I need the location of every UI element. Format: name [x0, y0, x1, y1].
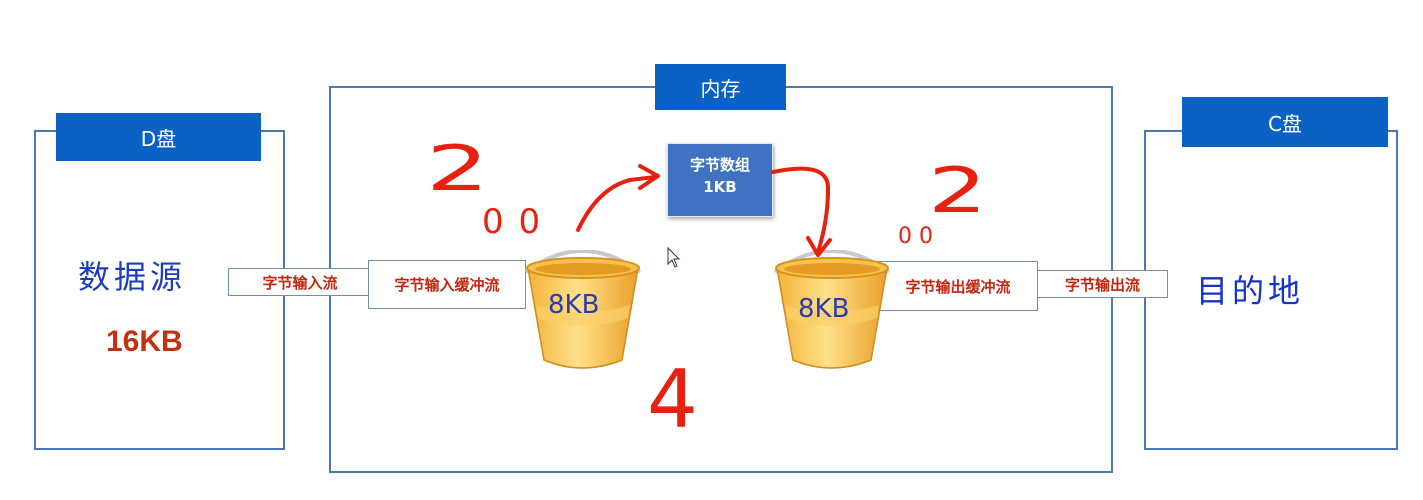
- byte-input-stream: 字节输入流: [228, 268, 372, 296]
- data-source-label: 数据源: [78, 258, 187, 296]
- output-bucket-size: 8KB: [798, 294, 850, 324]
- annotation-left-two: 2: [426, 132, 490, 205]
- annotation-right-zeros: 0 0: [898, 224, 933, 249]
- destination-label: 目的地: [1196, 272, 1305, 310]
- memory-tab: 内存: [655, 64, 786, 110]
- byte-output-buffered-stream: 字节输出缓冲流: [878, 261, 1038, 311]
- input-buffer-bucket-icon: [524, 250, 642, 369]
- c-disk-tab: C盘: [1182, 97, 1388, 147]
- d-disk-tab: D盘: [56, 113, 261, 161]
- annotation-left-zeros: 0 0: [482, 202, 543, 242]
- c-disk-panel: [1144, 130, 1398, 450]
- source-size-label: 16KB: [106, 325, 183, 358]
- byte-output-stream: 字节输出流: [1037, 270, 1168, 298]
- byte-input-buffered-stream: 字节输入缓冲流: [368, 260, 526, 309]
- input-bucket-size: 8KB: [548, 290, 600, 320]
- byte-array-size: 1KB: [703, 178, 737, 196]
- annotation-four: 4: [647, 353, 698, 446]
- byte-array-label: 字节数组: [689, 156, 750, 174]
- annotation-right-two: 2: [928, 154, 988, 227]
- byte-array-box: 字节数组 1KB: [667, 143, 773, 217]
